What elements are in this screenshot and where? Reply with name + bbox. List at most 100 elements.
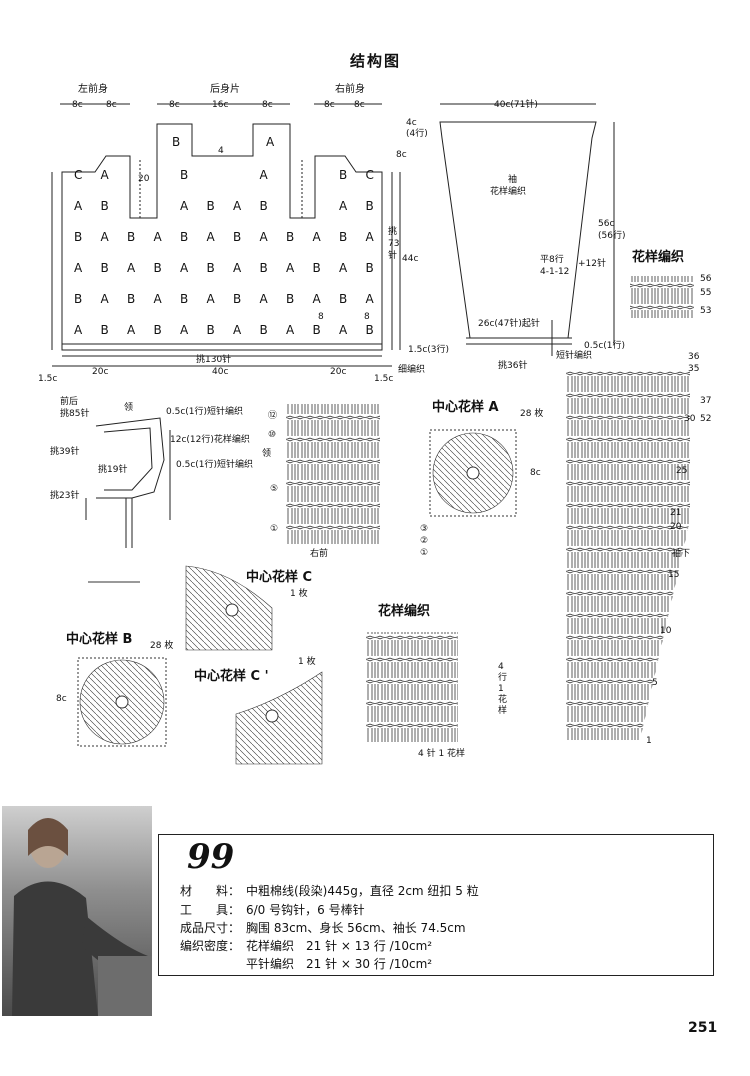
motif-b-title: 中心花样 B [66,632,133,647]
body-cell: B [233,230,242,244]
rib-label: 细编织 [398,365,426,375]
size-value: 胸围 83cm、身长 56cm、袖长 74.5cm [246,921,466,935]
sleeve-plus: +12针 [578,259,606,269]
body-cell: A [233,261,242,275]
body-cell: B [259,199,268,213]
sleeve-rows: 平8行 4-1-12 [540,255,570,277]
sleeve-row-56: 56 [700,274,712,284]
body-cell: A [180,199,189,213]
dim-lf-a: 8c [72,100,83,110]
sleeve-row-35: 35 [688,364,700,374]
side-44: 44c [402,254,419,264]
body-cell: A [180,261,189,275]
body-cell: B [127,230,136,244]
sleeve-center1: 袖 [508,175,518,185]
body-cell: A [259,168,268,182]
body-cell: B [180,168,189,182]
body-cell: A [312,230,321,244]
sleeve-under-label: 袖下 [672,549,691,559]
tools-label: 工 具： [180,903,241,917]
tools-value: 6/0 号钩针，6 号棒针 [246,903,365,917]
sleeve-row-37: 37 [700,396,712,406]
body-cell: C [74,168,83,182]
sleeve-row-55: 55 [700,288,712,298]
motif-b-size: 8c [56,694,67,704]
collar-row-10: ⑩ [268,430,277,440]
collar-row-5: ⑤ [270,484,279,494]
sleeve-edge: 0.5c(1行) [584,341,626,351]
sleeve-length: 56c (56行) [598,219,626,241]
body-cell: B [206,261,215,275]
body-cell: B [259,323,268,337]
side-stitches: 挑 73 针 [388,227,400,261]
body-cell: B [233,292,242,306]
neck-23: 挑23针 [50,491,80,501]
body-cell: A [365,230,374,244]
motif-a-size: 8c [530,468,541,478]
sleeve-row-1: 1 [646,736,652,746]
body-cell: A [100,230,109,244]
sleeve-row-20: 20 [670,522,682,532]
stitch-4-label: 4 针 1 花样 [418,749,466,759]
sleeve-row-21: 21 [670,508,682,518]
motif-c-title: 中心花样 C [246,570,313,585]
body-cell: B [100,261,109,275]
motif-a-count: 28 枚 [520,409,544,419]
gauge-value-2: 平针编织 21 针 × 30 行 /10cm² [246,957,433,971]
label-right-front: 右前身 [335,84,365,95]
gauge-label: 编织密度： [180,939,241,953]
body-cell: A [233,323,242,337]
dim-h4: 4 [218,146,224,156]
motif-a-row-1: ① [420,548,429,558]
body-cell: B [365,323,374,337]
body-cell: B [339,292,348,306]
small-pattern-title: 花样编织 [378,604,431,619]
size-label: 成品尺寸： [180,921,241,935]
body-cell: C [365,168,374,182]
label-left-front: 左前身 [78,84,108,95]
collar-chart-label: 领 [262,449,272,459]
sleeve-row-53: 53 [700,306,712,316]
body-cell: B [100,323,109,337]
body-cell: A [180,323,189,337]
sleeve-short: 短针编织 [556,351,593,361]
body-cell: B [127,292,136,306]
body-cell: B [206,323,215,337]
body-cell: A [100,168,109,182]
motif-a-row-2: ② [420,536,429,546]
body-cell: B [74,230,83,244]
sleeve-pick: 挑36针 [498,361,528,371]
motif-b-count: 28 枚 [150,641,174,651]
body-cell: B [286,292,295,306]
body-cell: A [259,230,268,244]
body-cell: B [339,168,348,182]
body-cell: A [365,292,374,306]
body-cell: A [153,292,162,306]
body-cell: B [153,323,162,337]
body-cell: A [74,199,83,213]
sleeve-center2: 花样编织 [490,187,527,197]
sleeve-row-36: 36 [688,352,700,362]
body-cell: B [365,261,374,275]
motif-c2-count: 1 枚 [298,657,316,667]
neck-note2: 12c(12行)花样编织 [170,435,250,445]
material-label: 材 料： [180,884,241,898]
sleeve-row-30: 30 [684,414,696,424]
dim-back-mid: 16c [212,100,229,110]
dim-back-a: 8c [169,100,180,110]
body-cell: A [127,261,136,275]
neck-19: 挑19针 [98,465,128,475]
body-cell: B [339,230,348,244]
body-cell: B [153,261,162,275]
body-cell: B [286,230,295,244]
body-cell: A [339,261,348,275]
body-cell: B [180,292,189,306]
sleeve-row-52: 52 [700,414,712,424]
edge-left: 1.5c [38,374,58,384]
rib-height: 1.5c(3行) [408,345,450,355]
dim-rf-a: 8c [324,100,335,110]
body-cell: B [206,199,215,213]
